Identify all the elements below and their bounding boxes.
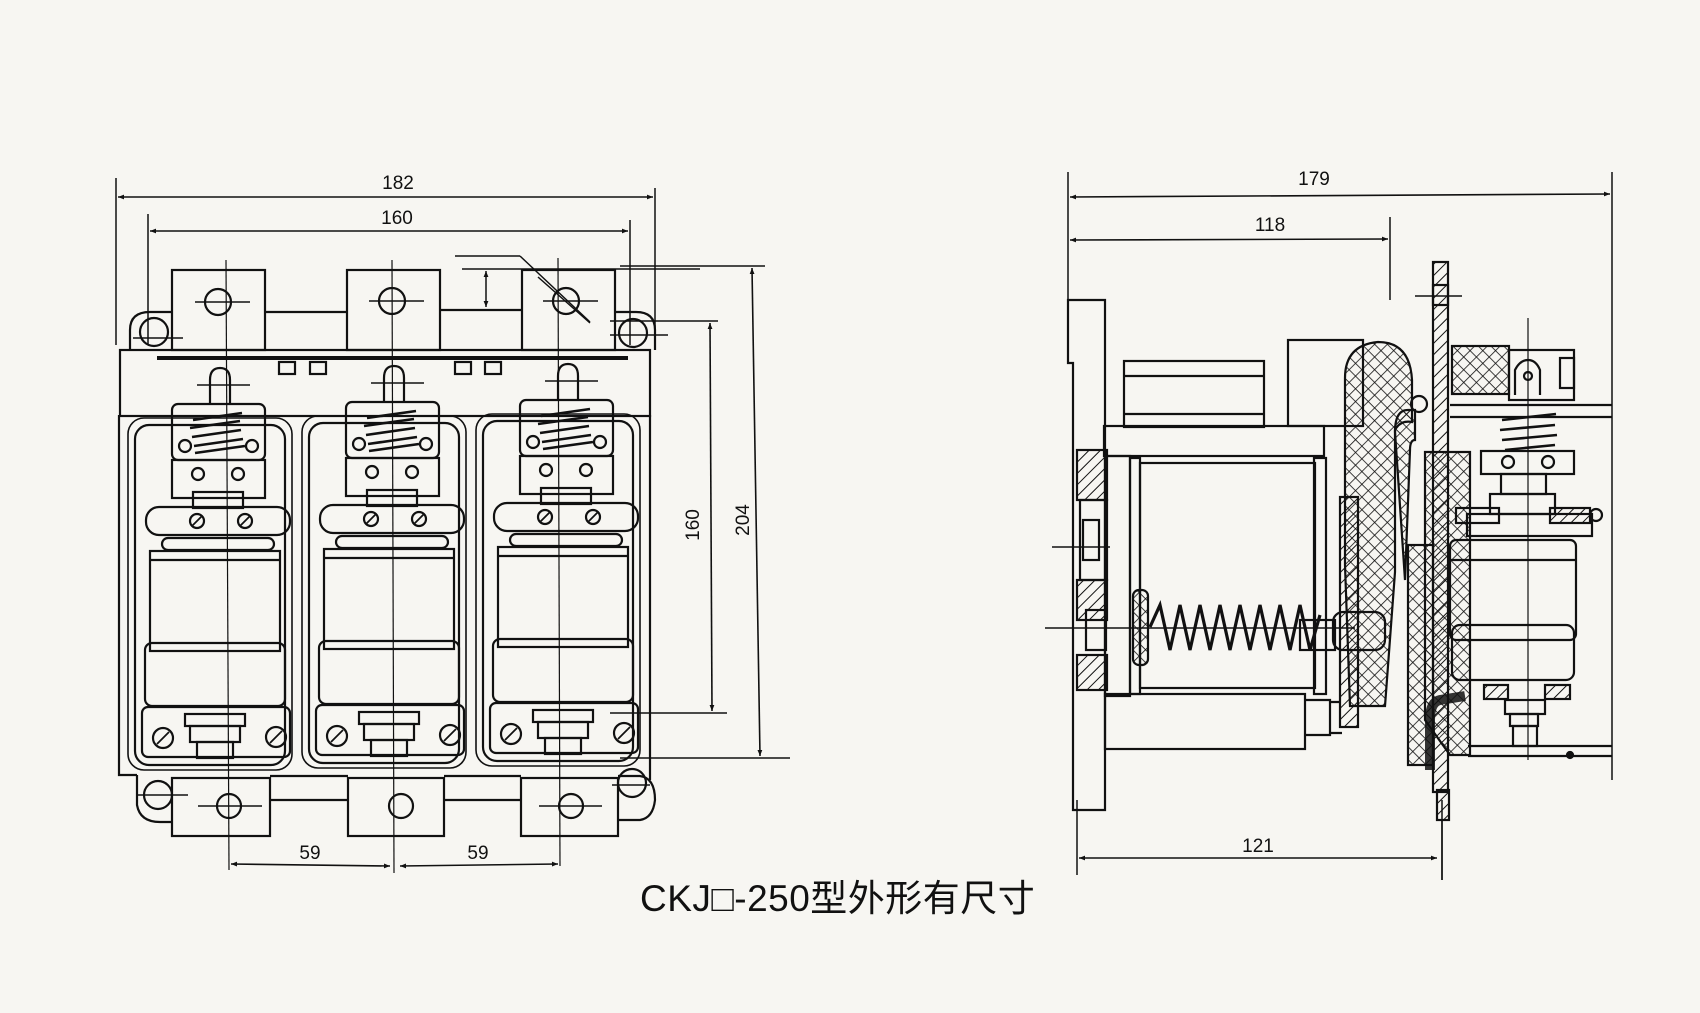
dim-label-182: 182 — [382, 173, 414, 194]
mounting-plate — [1415, 260, 1462, 880]
dimension-overall-height — [620, 265, 790, 759]
dimension-overall-width — [115, 178, 656, 345]
pole-2 — [301, 259, 467, 874]
coil-assembly — [1102, 338, 1387, 751]
dimension-mounting-height — [610, 320, 727, 714]
dimension-overall-depth — [1067, 172, 1613, 780]
body-frame — [117, 415, 657, 838]
dim-label-118: 118 — [1255, 215, 1285, 236]
dimension-base-to-plate — [1069, 217, 1391, 300]
dim-label-59-left: 59 — [299, 843, 320, 864]
drawing-caption: CKJ□-250型外形有尺寸 — [640, 878, 1036, 919]
dim-label-160-vertical: 160 — [683, 509, 704, 541]
side-view: 179 118 121 — [1045, 169, 1613, 880]
dim-label-160-horizontal: 160 — [381, 208, 413, 229]
base-plate — [1045, 298, 1355, 812]
vacuum-interrupter — [1425, 318, 1612, 770]
dim-label-204: 204 — [733, 504, 754, 536]
dim-label-121: 121 — [1242, 836, 1274, 857]
dim-label-59-right: 59 — [467, 843, 488, 864]
front-view: 182 160 160 204 — [115, 173, 790, 874]
pole-3 — [475, 257, 641, 867]
dimension-mounting-width — [147, 214, 631, 345]
pole-1 — [127, 259, 293, 871]
dimension-pole-pitch — [230, 861, 559, 869]
dim-label-179: 179 — [1298, 169, 1330, 190]
top-mounting-ears — [128, 310, 668, 350]
